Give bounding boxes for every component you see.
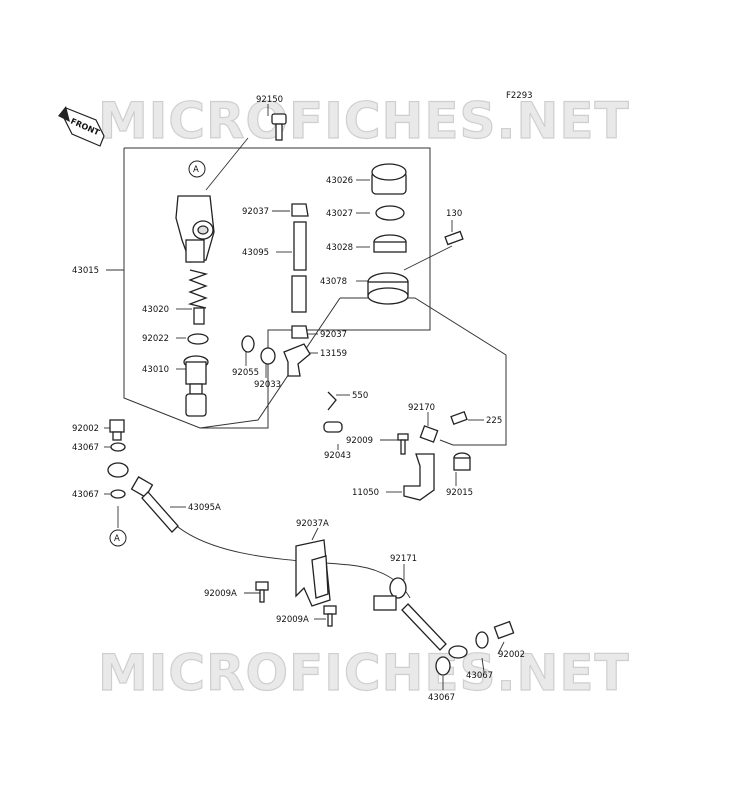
diaphragm-43028-icon	[373, 234, 407, 253]
part-label-92037-lower: 92037	[320, 330, 347, 340]
guide-92037A-icon	[295, 539, 331, 607]
watermark-bottom: MICROFICHES.NET	[98, 644, 630, 702]
washer-43067-2-icon	[110, 489, 126, 499]
part-label-92037: 92037	[242, 207, 269, 217]
part-label-43067-3: 43067	[466, 671, 493, 681]
cap-43026-icon	[371, 163, 407, 195]
part-label-11050: 11050	[352, 488, 379, 498]
reservoir-43078-icon	[367, 272, 409, 305]
part-label-92043: 92043	[324, 451, 351, 461]
clamp-92037-bottom-icon	[291, 325, 309, 339]
circlip-92033-icon	[260, 347, 276, 365]
spring-43020-icon	[187, 269, 209, 325]
part-label-130: 130	[446, 209, 462, 219]
clamp-92171-icon	[373, 577, 407, 611]
part-label-92015: 92015	[446, 488, 473, 498]
fitting-13159-icon	[283, 343, 311, 377]
hose-end-icon	[401, 603, 468, 659]
diagram-code: F2293	[506, 91, 533, 101]
part-label-92002-bottom: 92002	[498, 650, 525, 660]
part-label-92171: 92171	[390, 554, 417, 564]
pushrod-43010-icon	[183, 355, 209, 417]
part-label-92170: 92170	[408, 403, 435, 413]
hose-43095-icon	[291, 221, 307, 313]
oring-92055-icon	[241, 335, 255, 353]
svg-text:A: A	[193, 165, 199, 175]
master-cylinder-body-icon	[175, 195, 215, 263]
part-label-43067-2: 43067	[72, 490, 99, 500]
part-label-13159: 13159	[320, 349, 347, 359]
part-label-43015: 43015	[72, 266, 99, 276]
part-label-43026: 43026	[326, 176, 353, 186]
part-label-43095: 43095	[242, 248, 269, 258]
part-label-92009: 92009	[346, 436, 373, 446]
ref-marker-top: A	[188, 160, 206, 178]
svg-text:A: A	[114, 534, 120, 544]
part-label-92055: 92055	[232, 368, 259, 378]
watermark-top: MICROFICHES.NET	[98, 92, 630, 150]
cotter-pin-550-icon	[327, 391, 337, 411]
leader-lines	[104, 104, 505, 690]
part-label-225: 225	[486, 416, 502, 426]
circlip-92022-icon	[187, 333, 209, 345]
washer-43067-4-icon	[435, 656, 451, 676]
banjo-bolt-92002-bottom-icon	[493, 620, 515, 640]
part-label-43067-1: 43067	[72, 443, 99, 453]
screw-130-icon	[444, 230, 464, 246]
screw-225-icon	[450, 411, 468, 425]
part-label-43028: 43028	[326, 243, 353, 253]
part-label-43095A: 43095A	[188, 503, 221, 513]
part-label-92009A-1: 92009A	[204, 589, 237, 599]
collar-92015-icon	[453, 452, 471, 471]
bracket-92170-icon	[419, 425, 439, 443]
part-label-43020: 43020	[142, 305, 169, 315]
part-label-92002-top: 92002	[72, 424, 99, 434]
banjo-bolt-92002-top-icon	[109, 419, 125, 441]
bolt-92009A-2-icon	[323, 605, 337, 627]
clamp-92037-top-icon	[291, 203, 309, 217]
part-label-550: 550	[352, 391, 368, 401]
part-label-92033: 92033	[254, 380, 281, 390]
part-label-92009A-2: 92009A	[276, 615, 309, 625]
diaphragm-plate-43027-icon	[375, 205, 405, 221]
bolt-92150-icon	[271, 113, 287, 141]
part-label-92022: 92022	[142, 334, 169, 344]
hose-43095A-icon	[107, 462, 179, 533]
assembly-frame	[106, 147, 431, 429]
pin-92043-icon	[323, 421, 343, 433]
front-arrow-icon: FRONT	[58, 106, 105, 147]
part-label-92150: 92150	[256, 95, 283, 105]
washer-43067-3-icon	[475, 631, 489, 649]
part-label-92037A: 92037A	[296, 519, 329, 529]
bolt-92009A-1-icon	[255, 581, 269, 603]
part-label-43010: 43010	[142, 365, 169, 375]
bolt-92009-icon	[397, 433, 409, 455]
ref-marker-bottom: A	[109, 529, 127, 547]
part-label-43078: 43078	[320, 277, 347, 287]
washer-43067-1-icon	[110, 442, 126, 452]
part-label-43027: 43027	[326, 209, 353, 219]
part-label-43067-4: 43067	[428, 693, 455, 703]
bracket-11050-icon	[403, 453, 435, 501]
